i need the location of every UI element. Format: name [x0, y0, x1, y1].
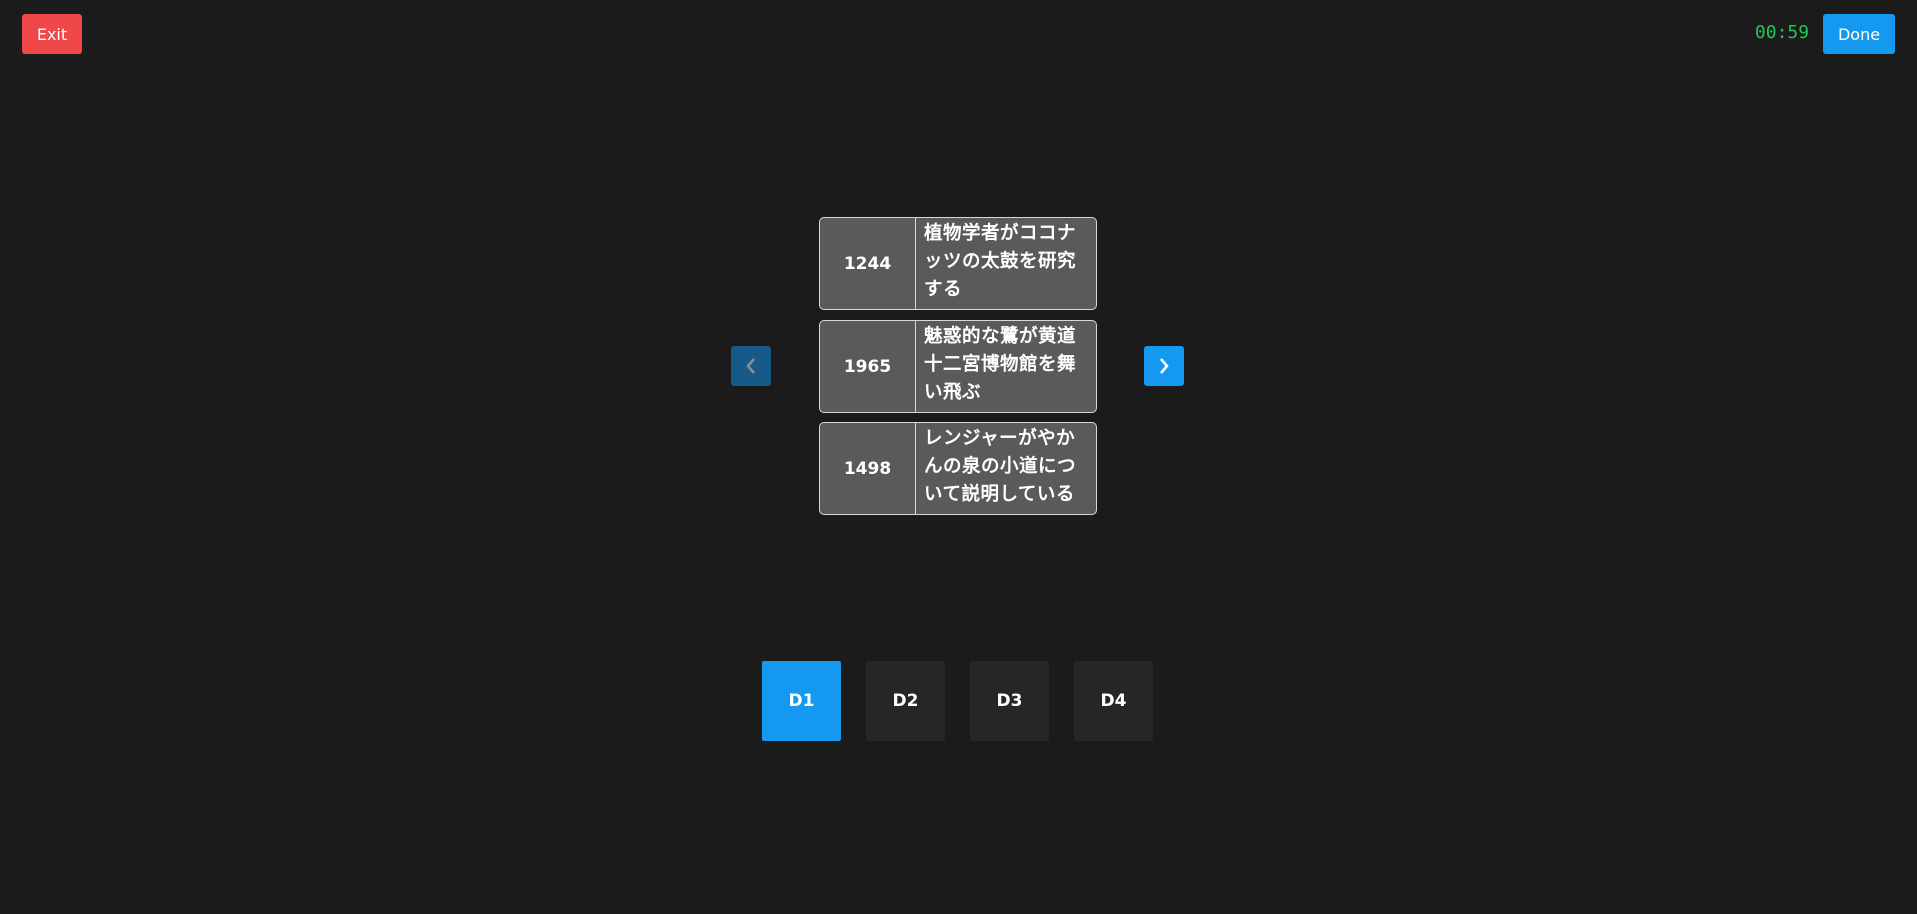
- deck-button-d3[interactable]: D3: [970, 661, 1049, 741]
- next-button[interactable]: [1144, 346, 1184, 386]
- card-year: 1498: [820, 423, 916, 514]
- card-year: 1244: [820, 218, 916, 309]
- done-button[interactable]: Done: [1823, 14, 1895, 54]
- exit-button[interactable]: Exit: [22, 14, 82, 54]
- chevron-right-icon: [1160, 358, 1169, 374]
- deck-button-d2[interactable]: D2: [866, 661, 945, 741]
- card-text: 植物学者がココナッツの太鼓を研究する: [924, 223, 1077, 300]
- card-year: 1965: [820, 321, 916, 412]
- countdown-timer: 00:59: [1754, 22, 1810, 43]
- timeline-card[interactable]: 1498 レンジャーがやかんの泉の小道について説明している: [819, 422, 1097, 515]
- timeline-card[interactable]: 1244 植物学者がココナッツの太鼓を研究する: [819, 217, 1097, 310]
- previous-button[interactable]: [731, 346, 771, 386]
- deck-button-d4[interactable]: D4: [1074, 661, 1153, 741]
- chevron-left-icon: [746, 358, 755, 374]
- card-text: レンジャーがやかんの泉の小道について説明している: [924, 428, 1077, 505]
- timeline-card[interactable]: 1965 魅惑的な鷺が黄道十二宮博物館を舞い飛ぶ: [819, 320, 1097, 413]
- card-text: 魅惑的な鷺が黄道十二宮博物館を舞い飛ぶ: [924, 326, 1077, 403]
- deck-button-d1[interactable]: D1: [762, 661, 841, 741]
